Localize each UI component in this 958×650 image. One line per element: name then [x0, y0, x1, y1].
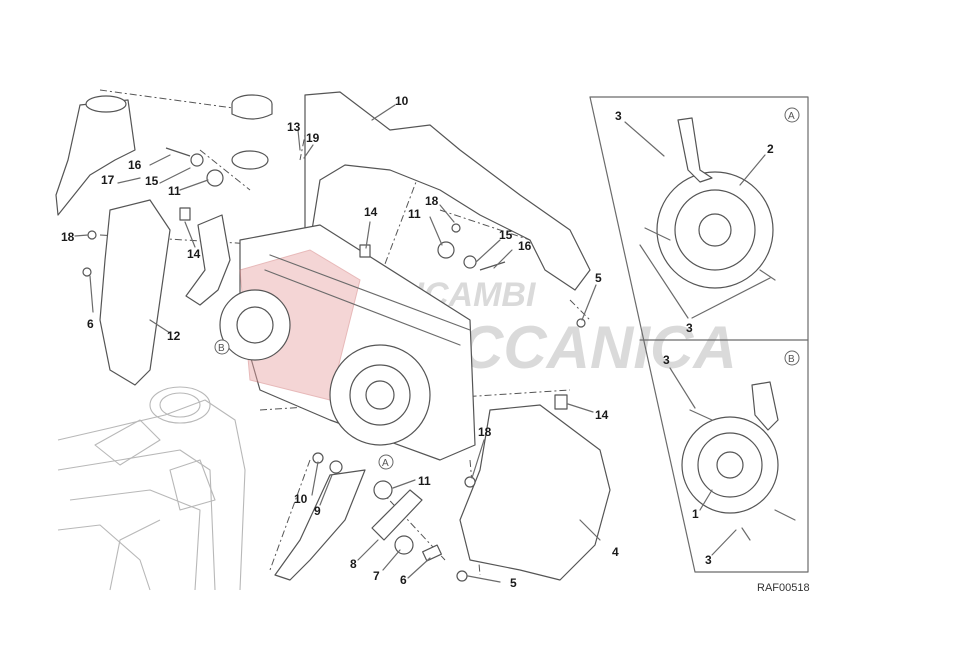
fan-assembly-a — [644, 117, 776, 289]
callout-10: 10 — [294, 492, 308, 506]
callout-13: 13 — [287, 120, 301, 134]
frame-outline — [57, 386, 246, 591]
radiator-assembly — [219, 224, 476, 461]
fan-assembly-b — [681, 381, 796, 541]
detail-marker-b: B — [788, 354, 795, 365]
callout-15: 15 — [499, 228, 513, 242]
ref-marker-b: B — [218, 343, 225, 354]
callout-4: 4 — [612, 545, 619, 559]
callout-14: 14 — [187, 247, 201, 261]
shroud-10 — [304, 91, 591, 291]
callout-19: 19 — [306, 131, 320, 145]
callout-12: 12 — [167, 329, 181, 343]
link-plate-8 — [371, 489, 423, 541]
callout-10: 10 — [395, 94, 409, 108]
callout-leaders — [74, 104, 771, 583]
callout-6: 6 — [87, 317, 94, 331]
detail-box: A B — [589, 96, 809, 573]
detail-marker-a: A — [788, 111, 795, 122]
callout-11: 11 — [418, 474, 431, 488]
reservoir-cap-13 — [231, 94, 273, 120]
drawing-code: RAF00518 — [757, 582, 810, 594]
side-cover-12 — [99, 199, 171, 386]
callout-5: 5 — [595, 271, 602, 285]
callout-14: 14 — [595, 408, 609, 422]
callout-15: 15 — [145, 174, 159, 188]
callout-18: 18 — [425, 194, 439, 208]
callout-1: 1 — [692, 507, 699, 521]
callout-11: 11 — [408, 207, 421, 221]
callout-11: 11 — [168, 184, 181, 198]
callout-7: 7 — [373, 569, 380, 583]
callout-6: 6 — [400, 573, 407, 587]
callout-18: 18 — [61, 230, 75, 244]
callout-17: 17 — [101, 173, 115, 187]
ref-marker-a: A — [382, 458, 389, 469]
callout-3: 3 — [705, 553, 712, 567]
callout-5: 5 — [510, 576, 517, 590]
callout-16: 16 — [128, 158, 142, 172]
callout-numbers: 1 2 3 3 3 3 3 4 5 5 6 6 7 8 9 10 10 11 1… — [61, 94, 774, 590]
callout-3: 3 — [686, 321, 693, 335]
callout-18: 18 — [478, 425, 492, 439]
hardware — [82, 147, 586, 582]
callout-16: 16 — [518, 239, 532, 253]
callout-8: 8 — [350, 557, 357, 571]
bracket-17 — [55, 99, 136, 216]
bracket-9 — [274, 469, 366, 581]
coolant-hose — [185, 214, 231, 306]
callout-14: 14 — [364, 205, 378, 219]
callout-2: 2 — [767, 142, 774, 156]
detail-refs: B A — [214, 339, 394, 470]
side-cover-4 — [459, 404, 611, 581]
callout-9: 9 — [314, 504, 321, 518]
filler-neck-19 — [231, 150, 269, 170]
callout-3: 3 — [615, 109, 622, 123]
bracket-17-hole — [85, 95, 127, 113]
callout-3: 3 — [663, 353, 670, 367]
